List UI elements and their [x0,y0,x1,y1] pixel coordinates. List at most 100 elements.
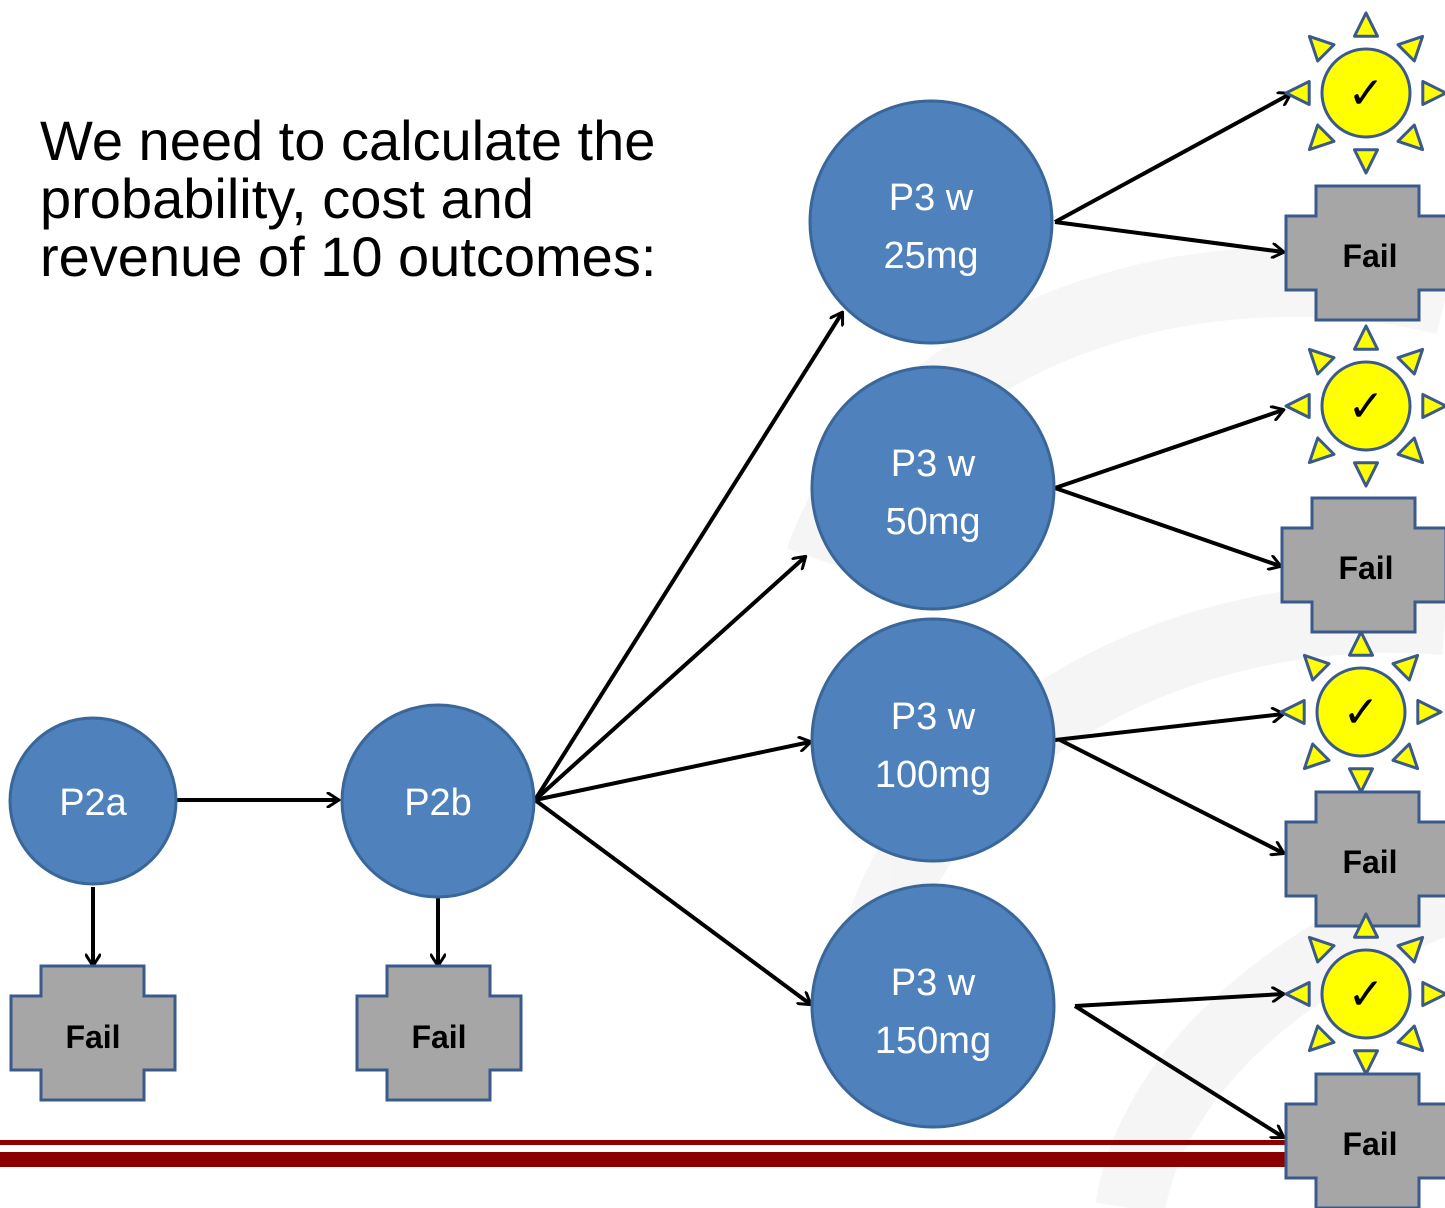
arrow-p2b-to-p3-50mg [533,557,805,802]
cross-shape-icon [1280,496,1445,634]
sun-ray [1348,767,1374,794]
node-p3-100mg: P3 w 100mg [810,617,1056,863]
success-check: ✓ [1348,68,1385,119]
sun-ray [1307,436,1336,465]
node-p2a: P2a [8,716,178,886]
sun-ray [1396,1024,1425,1053]
fail-outcome-100mg: Fail [1284,790,1445,928]
sun-ray [1353,1049,1379,1076]
arrow-100mg-to-success [1054,714,1283,742]
connectors [93,94,1290,1137]
sun-ray [1421,981,1445,1007]
heading-line: We need to calculate the [40,109,656,172]
fail-label: Fail [411,1019,466,1055]
sun-ray [1421,393,1445,419]
sun-ray [1396,34,1425,63]
arrow-25mg-to-success [1054,94,1290,224]
arrow-25mg-to-fail [1054,220,1283,252]
fail-label: Fail [1342,238,1397,274]
slide-heading: We need to calculate the probability, co… [40,112,760,286]
arrow-100mg-to-fail [1059,738,1283,853]
cross-shape-icon [9,964,177,1102]
sun-ray [1284,80,1311,106]
fail-label: Fail [1342,1126,1397,1162]
fail-label: Fail [1342,844,1397,880]
sun-ray [1348,630,1374,657]
fail-outcome-150mg: Fail [1284,1072,1445,1208]
cross-shape-icon [1284,1072,1445,1208]
heading-line: revenue of 10 outcomes: [40,225,657,288]
sun-ray [1421,80,1445,106]
sun-check-icon [1320,360,1412,452]
sun-ray [1307,347,1336,376]
sun-ray [1396,347,1425,376]
fail-label: Fail [65,1019,120,1055]
node-p3-25mg: P3 w 25mg [808,99,1054,345]
sun-ray [1353,148,1379,175]
success-outcome-50mg: ✓ [1284,324,1445,488]
sun-ray [1391,653,1420,682]
node-p3-150mg-line1: P3 w [891,962,976,1004]
node-p3-100mg-line2: 100mg [875,754,991,796]
heading-line: probability, cost and [40,167,534,230]
arrow-50mg-to-fail [1054,486,1280,566]
node-p3-50mg: P3 w 50mg [810,365,1056,611]
arrow-150mg-to-fail [1073,1004,1283,1137]
arrow-150mg-to-success [1074,994,1283,1008]
sun-ray [1307,123,1336,152]
process-nodes: P2a P2b P3 w 25mg P3 w 50mg P3 w 100mg [8,99,1056,1129]
fail-label: Fail [1338,550,1393,586]
sun-ray [1307,935,1336,964]
sun-ray [1391,742,1420,771]
success-outcomes: ✓ ✓ ✓ ✓ [1279,11,1445,1076]
node-p3-50mg-line2: 50mg [885,501,980,543]
success-check: ✓ [1348,969,1385,1020]
cross-shape-icon [1284,790,1445,928]
node-p3-25mg-line2: 25mg [883,235,978,277]
arrow-p2b-to-p3-100mg [534,742,810,802]
cross-shape-icon [1284,184,1445,322]
sun-check-icon [1320,47,1412,139]
sun-check-icon [1320,948,1412,1040]
sun-ray [1396,935,1425,964]
success-outcome-150mg: ✓ [1284,912,1445,1076]
node-p3-25mg-line1: P3 w [889,177,974,219]
fail-outcome-p2a: Fail [9,964,177,1102]
sun-ray [1396,123,1425,152]
node-p2b: P2b [340,703,536,899]
sun-ray [1307,1024,1336,1053]
success-check: ✓ [1343,687,1380,738]
arrow-p2b-to-p3-25mg [533,313,842,802]
sun-ray [1302,742,1331,771]
footer-bar [0,1140,1300,1167]
sun-ray [1279,699,1306,725]
node-p3-150mg: P3 w 150mg [810,883,1056,1129]
success-outcome-25mg: ✓ [1284,11,1445,175]
sun-ray [1284,393,1311,419]
sun-ray [1353,461,1379,488]
node-p3-150mg-line2: 150mg [875,1020,991,1062]
node-p2b-label: P2b [404,782,472,824]
sun-ray [1353,11,1379,38]
sun-ray [1353,912,1379,939]
fail-outcome-50mg: Fail [1280,496,1445,634]
success-outcome-100mg: ✓ [1279,630,1443,794]
sun-ray [1396,436,1425,465]
sun-ray [1416,699,1443,725]
cross-shape-icon [355,964,523,1102]
node-p3-100mg-line1: P3 w [891,696,976,738]
sun-ray [1353,324,1379,351]
success-check: ✓ [1348,381,1385,432]
node-p2a-label: P2a [59,782,127,824]
sun-ray [1284,981,1311,1007]
fail-outcomes: Fail Fail Fail Fail Fail Fail [9,184,1445,1208]
fail-outcome-25mg: Fail [1284,184,1445,322]
sun-check-icon [1315,666,1407,758]
node-p3-50mg-line1: P3 w [891,443,976,485]
arrow-50mg-to-success [1054,410,1283,490]
sun-ray [1302,653,1331,682]
sun-ray [1307,34,1336,63]
arrow-p2b-to-p3-150mg [533,798,810,1004]
